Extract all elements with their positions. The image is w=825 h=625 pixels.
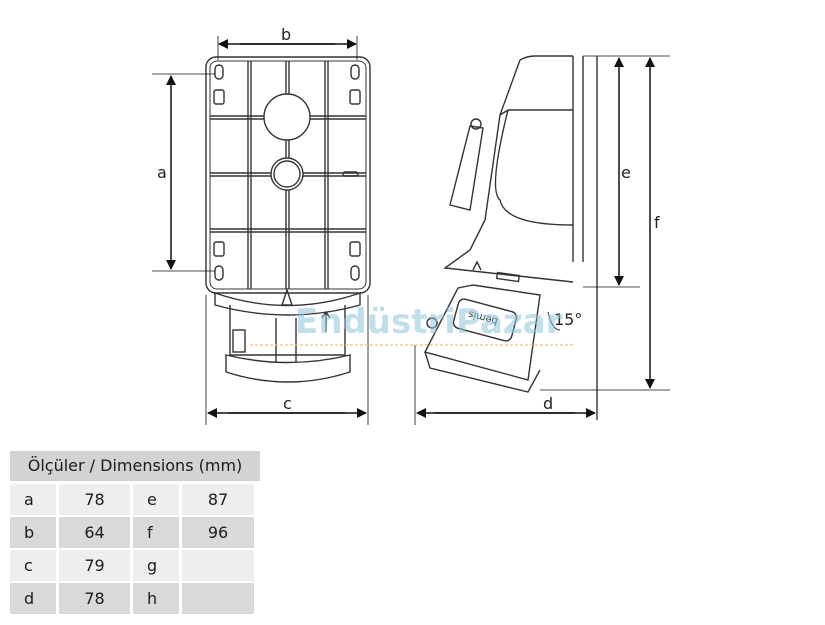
dim-value: 64 — [59, 517, 130, 548]
label-d: d — [543, 394, 553, 413]
dim-value — [182, 583, 254, 614]
table-row: b 64 f 96 — [10, 517, 260, 548]
dim-key: d — [10, 583, 56, 614]
dim-key: b — [10, 517, 56, 548]
table-row: d 78 h — [10, 583, 260, 614]
dim-key: g — [133, 550, 179, 581]
dimension-f — [540, 57, 670, 391]
table-row: c 79 g — [10, 550, 260, 581]
dimension-a — [152, 73, 215, 272]
technical-drawing: b a c bemis 15° — [152, 25, 670, 425]
dim-value: 79 — [59, 550, 130, 581]
dim-value: 87 — [182, 484, 254, 515]
label-f: f — [654, 213, 660, 232]
dimensions-table: Ölçüler / Dimensions (mm) a 78 e 87 b 64… — [10, 451, 260, 614]
label-a: a — [157, 163, 167, 182]
front-view — [205, 56, 371, 383]
watermark-text: EndüstriPazar — [295, 302, 563, 342]
dim-key: c — [10, 550, 56, 581]
angle-label: 15° — [554, 310, 582, 329]
dimension-b — [217, 36, 358, 60]
label-b: b — [281, 25, 291, 44]
label-c: c — [283, 394, 292, 413]
dim-key: h — [133, 583, 179, 614]
dimension-c — [205, 295, 369, 425]
table-row: a 78 e 87 — [10, 484, 260, 515]
dimension-e — [583, 55, 670, 288]
dimension-d — [414, 345, 596, 425]
side-view — [423, 55, 598, 420]
table-title: Ölçüler / Dimensions (mm) — [10, 451, 260, 481]
dim-value — [182, 550, 254, 581]
label-e: e — [621, 163, 631, 182]
dim-value: 78 — [59, 484, 130, 515]
dim-value: 78 — [59, 583, 130, 614]
dim-key: e — [133, 484, 179, 515]
dim-key: f — [133, 517, 179, 548]
dim-value: 96 — [182, 517, 254, 548]
dim-key: a — [10, 484, 56, 515]
